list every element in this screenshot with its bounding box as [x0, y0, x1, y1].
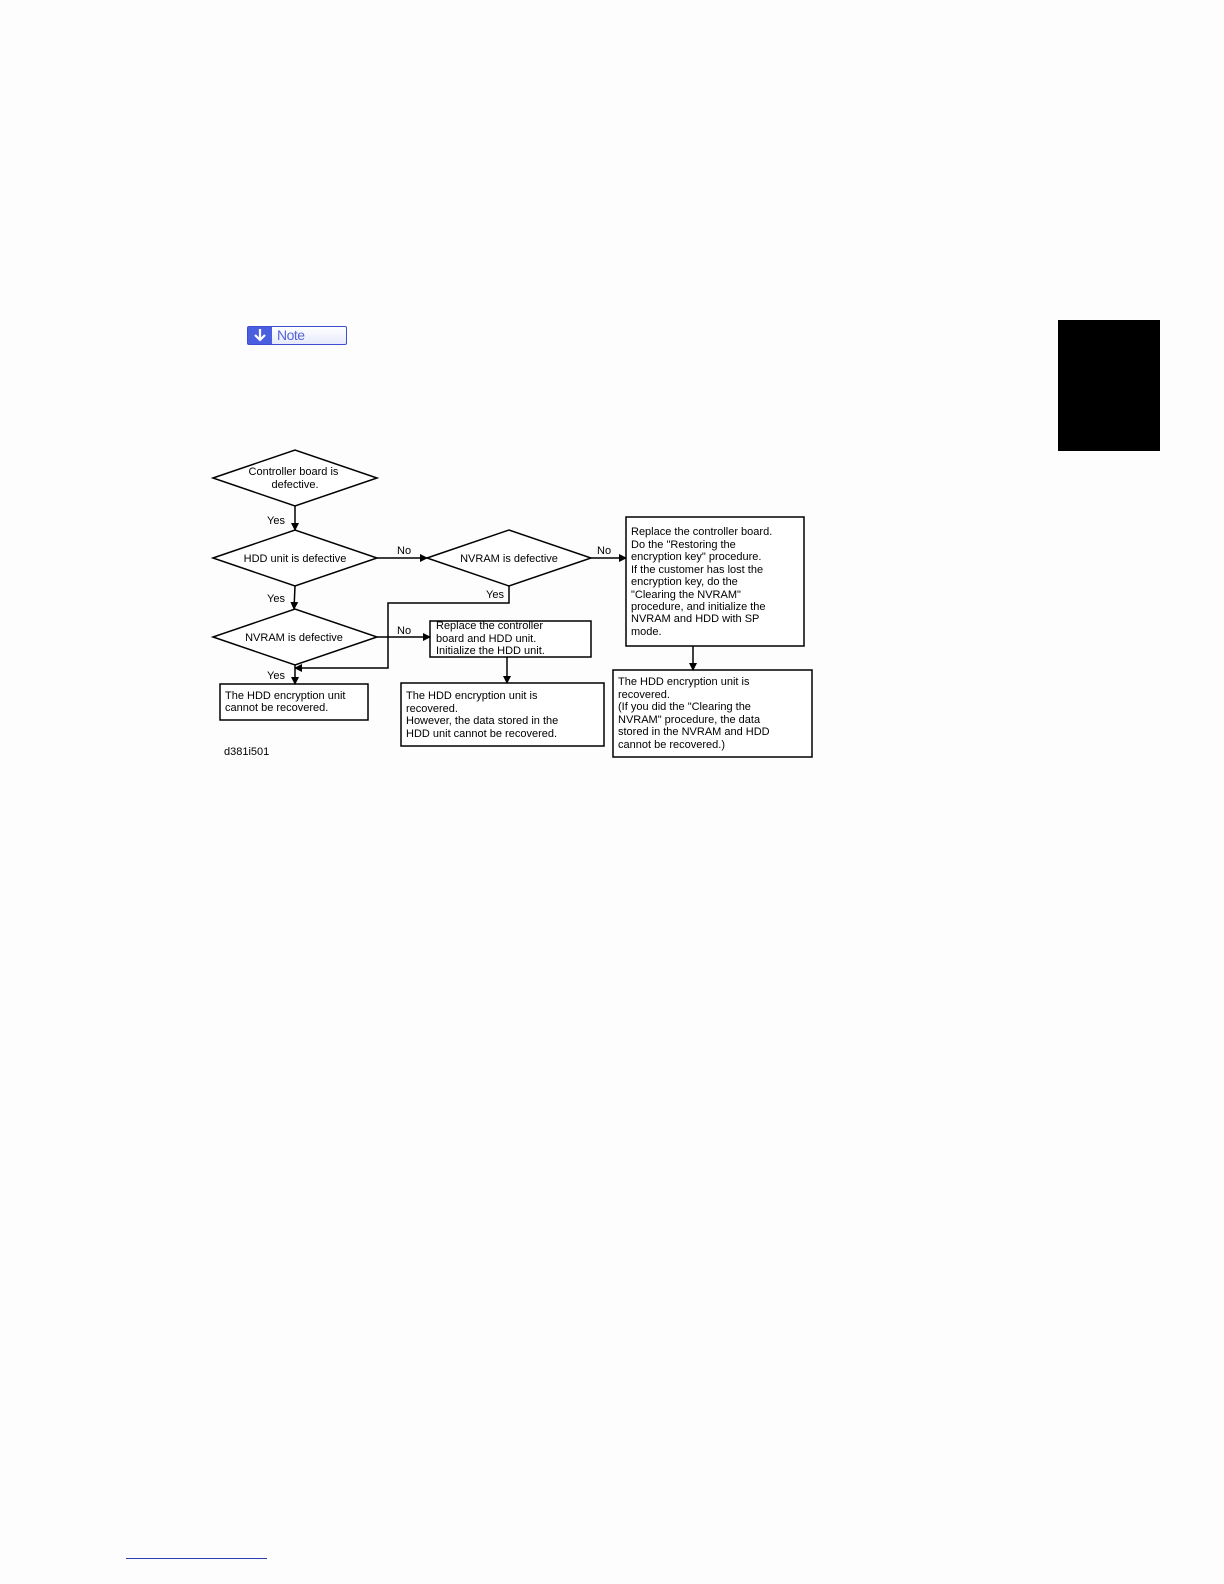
yes-label: Yes	[267, 670, 285, 682]
yes-label: Yes	[267, 515, 285, 527]
box-line: Initialize the HDD unit.	[436, 645, 545, 657]
box-line: If the customer has lost the	[631, 564, 763, 576]
yes-label: Yes	[486, 589, 504, 601]
box-recovered-note-shape	[612, 669, 813, 758]
box-line: cannot be recovered.)	[618, 739, 725, 751]
box-line: HDD unit cannot be recovered.	[406, 728, 557, 740]
note-badge: Note	[247, 326, 347, 345]
decision-controller-text: Controller board is defective.	[249, 466, 342, 491]
box-recovered-data-lost-text: The HDD encryption unit is recovered. Ho…	[406, 690, 561, 740]
box-line: "Clearing the NVRAM"	[631, 589, 741, 601]
box-line: NVRAM and HDD with SP	[631, 613, 759, 625]
no-label: No	[397, 625, 411, 637]
decision-controller-line: Controller board is	[249, 466, 339, 478]
box-line: procedure, and initialize the	[631, 601, 766, 613]
down-arrow-icon	[248, 327, 272, 344]
box-cannot-recover-text: The HDD encryption unit cannot be recove…	[225, 690, 349, 714]
box-line: Replace the controller	[436, 620, 543, 632]
box-replace-board-shape	[625, 516, 805, 647]
box-line: Do the "Restoring the	[631, 539, 736, 551]
box-line: recovered.	[406, 703, 458, 715]
box-line: NVRAM" procedure, the data	[618, 714, 761, 726]
decision-controller-shape	[210, 449, 380, 507]
decision-hdd-text: HDD unit is defective	[244, 553, 347, 565]
box-line: However, the data stored in the	[406, 715, 558, 727]
figure-id: d381i501	[224, 746, 269, 758]
box-replace-both-text: Replace the controller board and HDD uni…	[436, 620, 546, 657]
box-recovered-note-text: The HDD encryption unit is recovered. (I…	[618, 676, 773, 751]
box-cannot-recover-shape	[219, 683, 369, 721]
box-line: board and HDD unit.	[436, 633, 536, 645]
box-replace-both-shape	[429, 620, 592, 658]
box-line: recovered.	[618, 689, 670, 701]
box-line: Replace the controller board.	[631, 526, 772, 538]
no-label: No	[597, 545, 611, 557]
flowchart: Controller board is defective. HDD unit …	[205, 440, 815, 762]
yes-label: Yes	[267, 593, 285, 605]
box-replace-board-text: Replace the controller board. Do the "Re…	[631, 526, 775, 638]
decision-controller-line: defective.	[271, 479, 318, 491]
box-line: encryption key, do the	[631, 576, 738, 588]
box-line: mode.	[631, 626, 662, 638]
decision-nvram-top-text: NVRAM is defective	[460, 553, 558, 565]
box-recovered-data-lost-shape	[400, 682, 605, 747]
box-line: (If you did the "Clearing the	[618, 701, 751, 713]
decision-nvram-bottom-text: NVRAM is defective	[245, 632, 343, 644]
note-label: Note	[277, 327, 305, 343]
box-line: stored in the NVRAM and HDD	[618, 726, 770, 738]
box-line: The HDD encryption unit is	[406, 690, 538, 702]
box-line: The HDD encryption unit	[225, 690, 345, 702]
footer-rule	[126, 1558, 267, 1559]
no-label: No	[397, 545, 411, 557]
box-line: encryption key" procedure.	[631, 551, 761, 563]
box-line: cannot be recovered.	[225, 702, 328, 714]
chapter-tab	[1058, 320, 1160, 451]
box-line: The HDD encryption unit is	[618, 676, 750, 688]
